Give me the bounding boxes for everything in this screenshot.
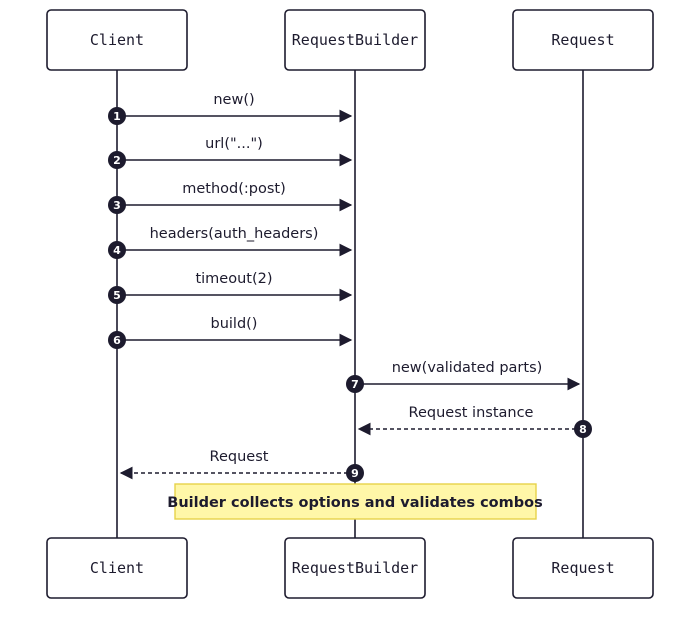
client-actor-top: Client	[46, 9, 188, 71]
step-9-badge	[346, 464, 364, 482]
step-1-number: 1	[113, 110, 121, 123]
note: Builder collects options and validates c…	[167, 483, 543, 520]
message-2-label: url("...")	[205, 136, 263, 152]
builder-actor-label: RequestBuilder	[292, 31, 418, 49]
step-7-number: 7	[351, 378, 359, 391]
request-actor-bottom-label: Request	[551, 559, 614, 577]
message-9-label: Request	[210, 449, 269, 465]
client-actor-bottom: Client	[46, 537, 188, 599]
message-4: headers(auth_headers) 4	[108, 226, 353, 259]
step-1-badge	[108, 107, 126, 125]
step-5-badge	[108, 286, 126, 304]
request-actor-top: Request	[512, 9, 654, 71]
step-6-number: 6	[113, 334, 121, 347]
message-8: Request instance 8	[357, 405, 592, 438]
client-actor-bottom-label: Client	[90, 559, 144, 577]
step-2-badge	[108, 151, 126, 169]
message-9: Request 9	[119, 449, 364, 482]
step-3-badge	[108, 196, 126, 214]
message-1: new() 1	[108, 92, 353, 125]
step-4-badge	[108, 241, 126, 259]
step-2-number: 2	[113, 154, 121, 167]
message-3: method(:post) 3	[108, 181, 353, 214]
step-9-number: 9	[351, 467, 359, 480]
step-4-number: 4	[113, 244, 121, 257]
step-6-badge	[108, 331, 126, 349]
message-3-label: method(:post)	[182, 181, 286, 197]
message-7-label: new(validated parts)	[392, 360, 543, 376]
step-3-number: 3	[113, 199, 121, 212]
step-7-badge	[346, 375, 364, 393]
request-actor-bottom: Request	[512, 537, 654, 599]
message-5: timeout(2) 5	[108, 271, 353, 304]
client-actor-label: Client	[90, 31, 144, 49]
note-text: Builder collects options and validates c…	[167, 495, 542, 511]
step-8-badge	[574, 420, 592, 438]
step-5-number: 5	[113, 289, 121, 302]
message-6-label: build()	[211, 316, 258, 332]
message-6: build() 6	[108, 316, 353, 349]
message-7: new(validated parts) 7	[346, 360, 581, 393]
message-2: url("...") 2	[108, 136, 353, 169]
message-4-label: headers(auth_headers)	[150, 226, 319, 242]
note-box	[174, 483, 537, 520]
builder-actor-top: RequestBuilder	[284, 9, 426, 71]
message-5-label: timeout(2)	[195, 271, 272, 287]
builder-actor-bottom-label: RequestBuilder	[292, 559, 418, 577]
step-8-number: 8	[579, 423, 587, 436]
request-actor-label: Request	[551, 31, 614, 49]
message-8-label: Request instance	[409, 405, 534, 421]
message-1-label: new()	[213, 92, 254, 108]
builder-actor-bottom: RequestBuilder	[284, 537, 426, 599]
